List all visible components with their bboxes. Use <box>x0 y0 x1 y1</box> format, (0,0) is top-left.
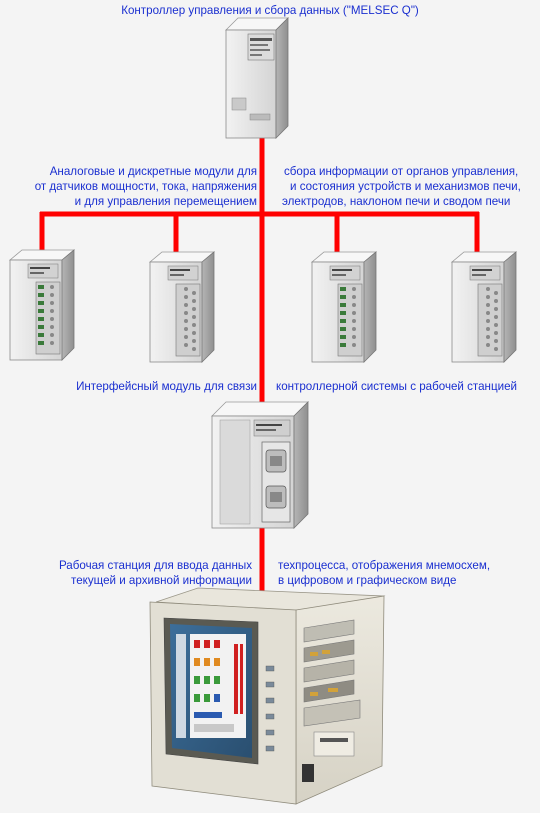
caption-line: Рабочая станция для ввода данных <box>58 559 252 572</box>
caption-line: и для управления перемещением <box>74 195 257 208</box>
io-module-icon <box>310 251 378 363</box>
diagram-title: Контроллер управления и сбора данных ("M… <box>121 4 419 17</box>
interface-caption-right: контроллерной системы с рабочей станцией <box>276 380 518 393</box>
scada-mnemonic-screen <box>176 634 246 738</box>
interface-module-icon <box>211 401 309 529</box>
industrial-pc-icon <box>149 587 386 805</box>
caption-line: сбора информации от органов управления, <box>284 165 519 178</box>
caption-line: текущей и архивной информации <box>71 574 252 587</box>
interface-caption-left: Интерфейсный модуль для связи <box>76 380 257 393</box>
io-module-icon <box>450 251 518 363</box>
caption-line: техпроцесса, отображения мнемосхем, <box>278 559 491 572</box>
workstation-caption-right: техпроцесса, отображения мнемосхем, в ци… <box>278 558 490 588</box>
caption-line: в цифровом и графическом виде <box>278 574 457 587</box>
workstation-caption-left: Рабочая станция для ввода данных текущей… <box>59 558 252 588</box>
caption-line: и состояния устройств и механизмов печи, <box>290 180 521 193</box>
io-module-icon <box>148 251 216 363</box>
modules-caption-right: сбора информации от органов управления, … <box>282 164 521 209</box>
caption-line: электродов, наклоном печи и сводом печи <box>282 195 511 208</box>
modules-caption-left: Аналоговые и дискретные модули для от да… <box>35 164 257 209</box>
caption-line: Аналоговые и дискретные модули для <box>49 165 257 178</box>
io-module-icon <box>8 249 76 361</box>
plc-cpu-module-icon <box>225 17 289 139</box>
caption-line: от датчиков мощности, тока, напряжения <box>34 180 257 193</box>
